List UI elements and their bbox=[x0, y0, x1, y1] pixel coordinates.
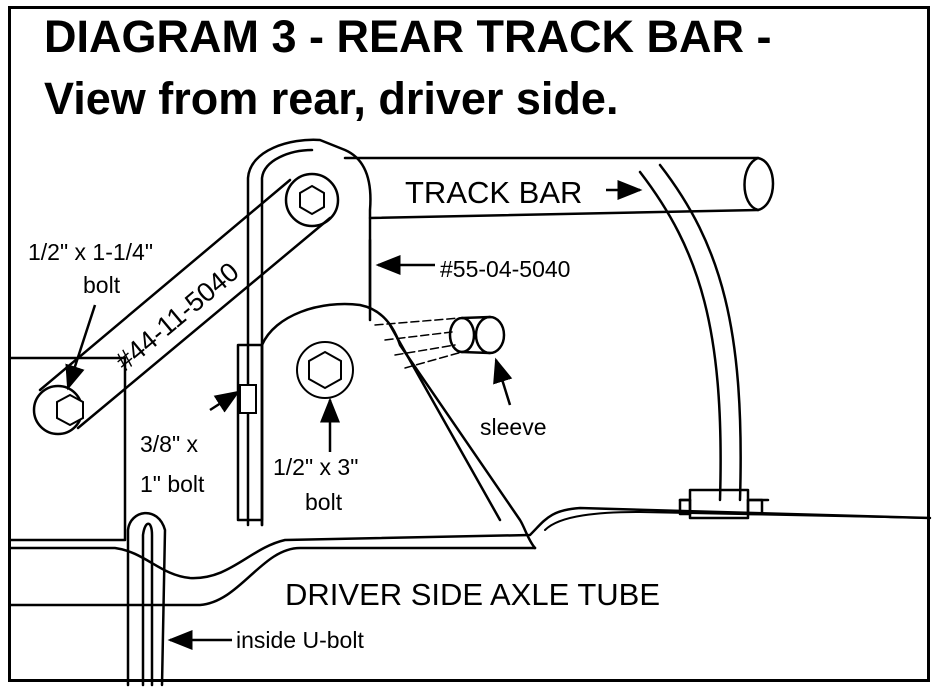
spacer-plate bbox=[236, 343, 264, 522]
diagram-title-line-2: View from rear, driver side. bbox=[44, 73, 619, 124]
label-bolt-half-3-line1: 1/2" x 3" bbox=[273, 454, 358, 480]
label-bolt-half-3-line2: bolt bbox=[305, 489, 343, 515]
label-part-55: #55-04-5040 bbox=[440, 256, 570, 282]
axle-tube bbox=[8, 506, 932, 607]
inside-u-bolt bbox=[126, 511, 167, 687]
hex-bolt-link-lower bbox=[56, 393, 84, 427]
hex-bolt-upper bbox=[299, 184, 325, 216]
label-track-bar: TRACK BAR bbox=[405, 175, 582, 210]
bolt-heads bbox=[56, 184, 354, 427]
arrow-sleeve bbox=[493, 357, 513, 406]
diagram-title-line-1: DIAGRAM 3 - REAR TRACK BAR - bbox=[44, 11, 772, 62]
arrow-bolt-3-8 bbox=[209, 390, 241, 413]
link-bar bbox=[32, 172, 340, 436]
brake-line bbox=[638, 163, 770, 520]
label-bolt-half-1-1-4-line1: 1/2" x 1-1/4" bbox=[28, 239, 153, 265]
label-sleeve: sleeve bbox=[480, 414, 546, 440]
label-bolt-3-8-line1: 3/8" x bbox=[140, 431, 199, 457]
upper-bracket-plate bbox=[246, 138, 372, 527]
lower-gusset-bracket bbox=[260, 302, 537, 550]
arrow-bolt-half-1-1-4 bbox=[65, 304, 97, 391]
track-bar-tube bbox=[343, 156, 775, 220]
hex-bolt-3-8 bbox=[239, 384, 257, 414]
label-bolt-3-8-line2: 1" bolt bbox=[140, 471, 205, 497]
label-axle-tube: DRIVER SIDE AXLE TUBE bbox=[285, 577, 660, 612]
frame-rail bbox=[8, 356, 127, 542]
hex-bolt-half-3 bbox=[308, 350, 342, 390]
label-bolt-half-1-1-4-line2: bolt bbox=[83, 272, 121, 298]
sleeve bbox=[374, 315, 506, 369]
label-u-bolt: inside U-bolt bbox=[236, 627, 364, 653]
